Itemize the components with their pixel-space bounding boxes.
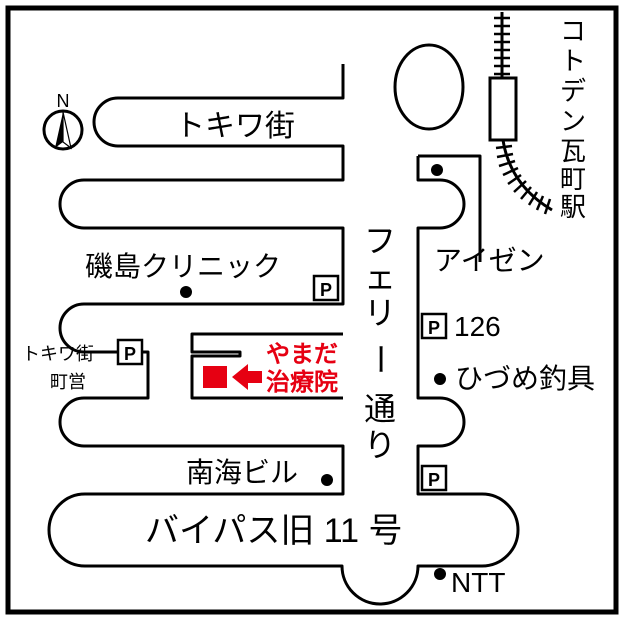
svg-text:駅: 駅 [560, 192, 586, 222]
svg-text:リ: リ [364, 295, 396, 331]
svg-text:り: り [364, 427, 396, 463]
label-isojima-clinic: 磯島クリニック [85, 251, 281, 282]
label-yamada-2: 治療院 [266, 368, 338, 396]
svg-text:P: P [320, 280, 332, 300]
destination-marker [203, 366, 227, 388]
label-bypass: バイパス旧 11 号 [145, 512, 403, 550]
parking-icon: P [116, 338, 144, 366]
road-tokiwa-left [47, 64, 520, 606]
svg-text:コ: コ [560, 16, 586, 46]
label-station: コ ト デ ン 瓦 町 駅 [560, 16, 586, 222]
label-route-126: 126 [454, 311, 501, 342]
label-tokiwa-gai: トキワ街 [175, 110, 295, 143]
marker-isojima-clinic [180, 286, 192, 298]
label-nankai-building: 南海ビル [186, 457, 298, 488]
label-aizen: アイゼン [434, 245, 545, 276]
label-tokiwa-eigyo-2: 町営 [50, 372, 86, 392]
parking-icon: P [312, 274, 340, 302]
compass-letter: N [57, 91, 70, 111]
svg-text:ト: ト [560, 46, 586, 76]
svg-text:P: P [124, 344, 136, 364]
parking-icon: P [420, 464, 448, 492]
svg-text:ェ: ェ [364, 259, 396, 295]
pond [393, 43, 465, 131]
marker-hizume-tsurigu [434, 373, 446, 385]
compass-icon: N [42, 91, 84, 151]
svg-text:町: 町 [560, 164, 586, 194]
arrow-left-icon [232, 364, 262, 390]
parking-icon: P [420, 312, 448, 340]
svg-text:ー: ー [362, 343, 398, 375]
station-building [488, 76, 518, 142]
label-ntt: NTT [451, 567, 505, 598]
svg-text:フ: フ [364, 223, 396, 259]
marker-ntt [434, 568, 446, 580]
destination-block [190, 332, 343, 400]
road-outlines [47, 64, 520, 606]
marker-aizen [431, 164, 443, 176]
label-ferry-dori: フ ェ リ ー 通 り [362, 223, 398, 463]
label-yamada-1: やまだ [266, 341, 338, 368]
label-hizume-tsurigu: ひづめ釣具 [455, 363, 595, 394]
svg-text:デ: デ [560, 76, 586, 106]
svg-text:P: P [428, 318, 440, 338]
marker-nankai-building [321, 474, 333, 486]
svg-text:ン: ン [560, 106, 586, 136]
road-upper-right [418, 154, 482, 262]
railway [488, 12, 553, 215]
svg-text:瓦: 瓦 [560, 136, 586, 166]
svg-text:P: P [428, 470, 440, 490]
svg-text:通: 通 [364, 391, 396, 427]
label-tokiwa-eigyo-1: トキワ街 [22, 344, 94, 364]
